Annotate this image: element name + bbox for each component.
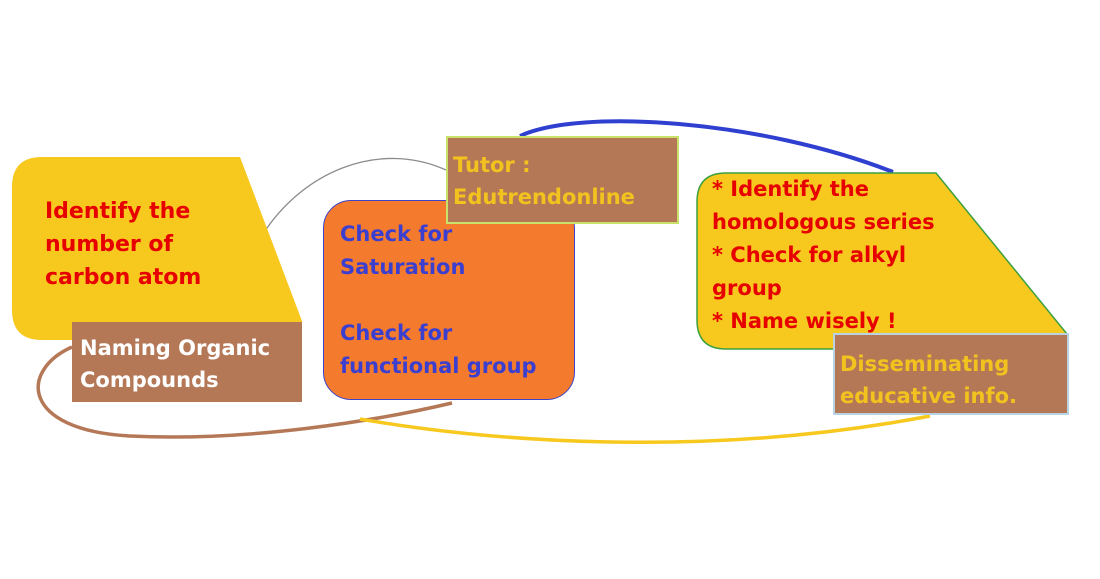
checks-node-text: Check for Saturation Check for functiona… bbox=[340, 218, 537, 383]
steps-node-text: * Identify the homologous series * Check… bbox=[712, 173, 935, 338]
checks-node-box bbox=[323, 200, 575, 400]
steps-line-5: * Name wisely ! bbox=[712, 309, 897, 333]
steps-node-shape bbox=[696, 172, 1068, 350]
carbon-line-3: carbon atom bbox=[45, 265, 202, 290]
carbon-node-text: Identify the number of carbon atom bbox=[45, 195, 201, 294]
checks-line-5: functional group bbox=[340, 354, 537, 378]
carbon-line-1: Identify the bbox=[45, 199, 191, 224]
steps-line-3: * Check for alkyl bbox=[712, 243, 907, 267]
checks-line-4: Check for bbox=[340, 321, 453, 345]
tutor-line-2: Edutrendonline bbox=[453, 185, 635, 209]
checks-line-1: Check for bbox=[340, 222, 453, 246]
disseminating-line-2: educative info. bbox=[840, 384, 1018, 408]
title-line-2: Compounds bbox=[80, 368, 219, 392]
blue-connector bbox=[519, 119, 894, 174]
steps-line-2: homologous series bbox=[712, 210, 935, 234]
tutor-line-1: Tutor : bbox=[453, 153, 531, 177]
brown-connector bbox=[36, 345, 453, 439]
tutor-node-text: Tutor : Edutrendonline bbox=[453, 149, 635, 213]
disseminating-line-1: Disseminating bbox=[840, 352, 1010, 376]
carbon-line-2: number of bbox=[45, 232, 174, 257]
yellow-connector bbox=[359, 414, 931, 445]
title-line-1: Naming Organic bbox=[80, 336, 271, 360]
gray-connector bbox=[257, 157, 447, 243]
checks-line-3 bbox=[340, 284, 537, 317]
steps-line-1: * Identify the bbox=[712, 177, 869, 201]
steps-line-4: group bbox=[712, 276, 782, 300]
disseminating-node-text: Disseminating educative info. bbox=[840, 348, 1017, 412]
tutor-node-box bbox=[446, 136, 679, 224]
carbon-node-shape bbox=[12, 157, 302, 340]
disseminating-node-box bbox=[833, 333, 1069, 415]
checks-line-2: Saturation bbox=[340, 255, 466, 279]
title-node-text: Naming Organic Compounds bbox=[80, 332, 270, 396]
title-node-box bbox=[72, 322, 302, 402]
